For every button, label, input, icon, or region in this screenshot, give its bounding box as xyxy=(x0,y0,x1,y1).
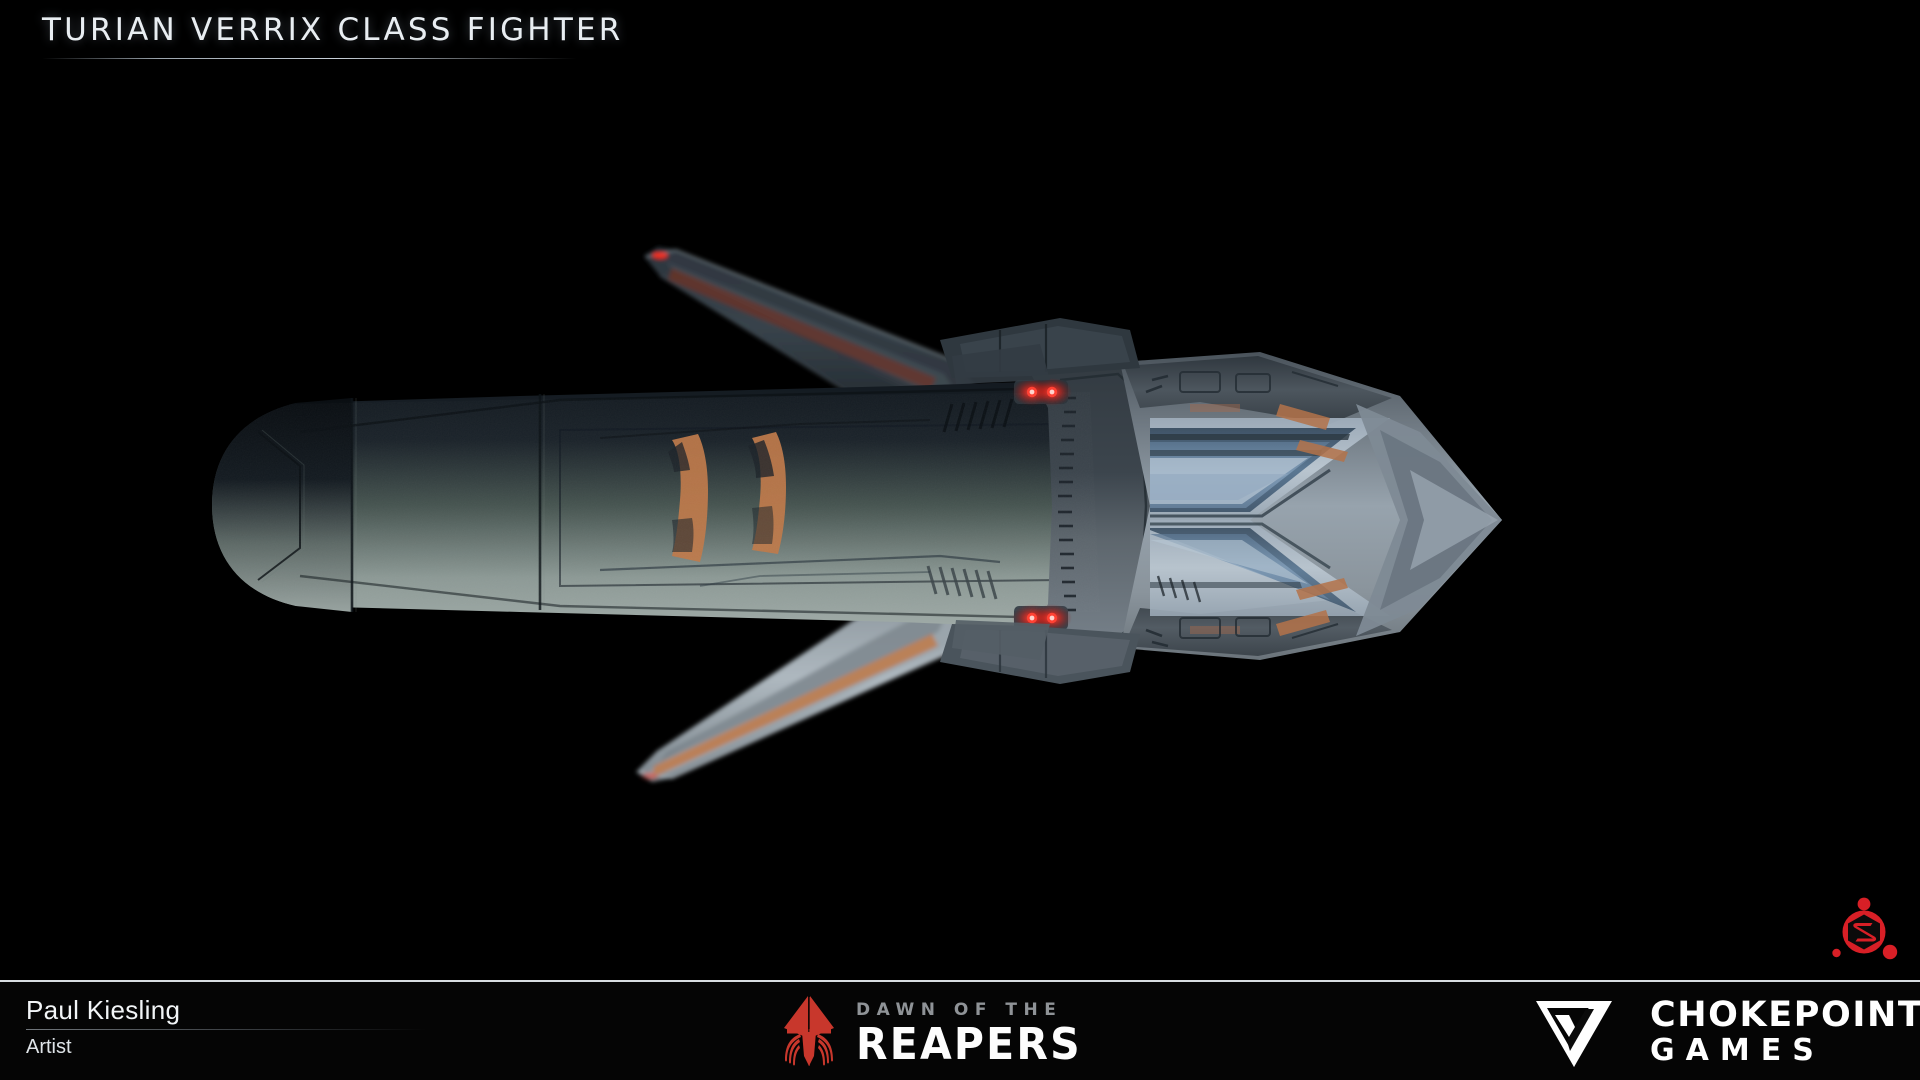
title-underline xyxy=(42,58,577,59)
studio-logo-wordmark: CHOKEPOINT GAMES xyxy=(1650,996,1920,1068)
studio-name-line1: CHOKEPOINT xyxy=(1650,995,1920,1035)
upper-wing xyxy=(644,247,980,421)
page-title: TURIAN VERRIX CLASS FIGHTER xyxy=(42,12,624,48)
artist-name: Paul Kiesling xyxy=(26,995,181,1025)
studio-logo-chokepoint-games: CHOKEPOINT GAMES xyxy=(1528,992,1920,1072)
artist-role: Artist xyxy=(26,1036,72,1058)
page-title-block: TURIAN VERRIX CLASS FIGHTER xyxy=(42,10,624,59)
chokepoint-triangle-icon xyxy=(1528,993,1632,1071)
credit-divider xyxy=(26,1029,426,1030)
aft-greebles xyxy=(1179,371,1339,639)
reaper-spear-icon xyxy=(778,994,840,1068)
game-logo-wordmark: DAWN OF THE REAPERS xyxy=(856,997,1082,1070)
wing-root-fairings xyxy=(952,344,1050,660)
game-logo-subtitle: DAWN OF THE xyxy=(856,1000,1063,1020)
studio-name-line2: GAMES xyxy=(1650,1033,1825,1068)
artist-credit: Paul Kiesling Artist xyxy=(26,994,446,1060)
game-logo-dawn-of-the-reapers: DAWN OF THE REAPERS xyxy=(778,993,1082,1069)
footer-bar: Paul Kiesling Artist xyxy=(0,980,1920,1080)
spaceship-render xyxy=(212,247,1502,782)
sketchfab-watermark-icon xyxy=(1828,893,1900,965)
game-logo-title: REAPERS xyxy=(856,1018,1082,1070)
lower-wing xyxy=(636,591,982,782)
aft-rust-accents xyxy=(1190,404,1348,636)
aft-section xyxy=(1120,352,1502,660)
